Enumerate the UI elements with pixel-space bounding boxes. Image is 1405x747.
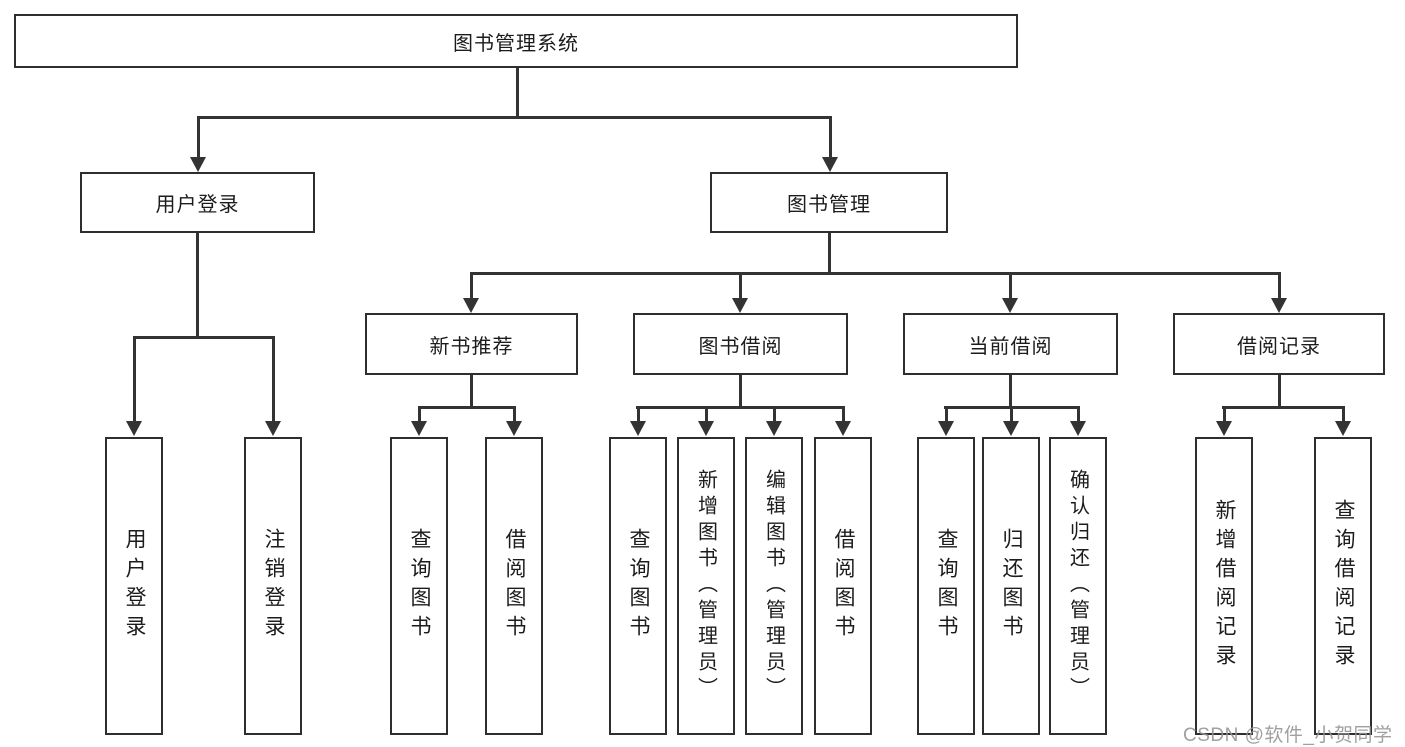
- node-label: 图书借阅: [698, 335, 783, 358]
- arrow-down-icon: [766, 421, 782, 436]
- connector-line: [1223, 406, 1226, 422]
- arrow-down-icon: [630, 421, 646, 436]
- connector-line: [829, 116, 832, 158]
- leaf-label: 注销登录: [262, 528, 285, 644]
- arrow-down-icon: [835, 421, 851, 436]
- connector-line: [636, 406, 844, 409]
- connector-line: [1077, 406, 1080, 422]
- leaf-label: 新增图书（管理员）: [694, 469, 717, 703]
- node-new-book-recommendation: 新书推荐: [365, 313, 578, 375]
- csdn-watermark: CSDN @软件_小贺同学: [1183, 725, 1393, 746]
- leaf-query-books: 查询图书: [390, 437, 448, 735]
- arrow-down-icon: [1216, 421, 1232, 436]
- arrow-down-icon: [1003, 421, 1019, 436]
- leaf-label: 归还图书: [1000, 528, 1023, 644]
- arrow-down-icon: [1002, 298, 1018, 313]
- leaf-label: 确认归还（管理员）: [1066, 469, 1089, 703]
- connector-line: [133, 336, 136, 422]
- connector-line: [1222, 406, 1344, 409]
- leaf-label: 查询图书: [408, 528, 431, 644]
- leaf-label: 编辑图书（管理员）: [762, 469, 785, 703]
- connector-line: [133, 336, 274, 339]
- node-label: 借阅记录: [1237, 335, 1321, 358]
- connector-line: [197, 116, 832, 119]
- leaf-label: 新增借阅记录: [1213, 499, 1236, 673]
- connector-line: [470, 272, 1280, 275]
- arrow-down-icon: [822, 157, 838, 172]
- arrow-down-icon: [506, 421, 522, 436]
- node-user-login: 用户登录: [80, 172, 315, 233]
- arrow-down-icon: [698, 421, 714, 436]
- arrow-down-icon: [1070, 421, 1086, 436]
- leaf-logout: 注销登录: [244, 437, 302, 735]
- connector-line: [945, 406, 948, 422]
- connector-line: [196, 233, 199, 339]
- connector-line: [637, 406, 640, 422]
- arrow-down-icon: [126, 421, 142, 436]
- leaf-edit-books-admin: 编辑图书（管理员）: [745, 437, 803, 735]
- leaf-borrow-books: 借阅图书: [814, 437, 872, 735]
- leaf-label: 查询图书: [627, 528, 650, 644]
- leaf-confirm-return-admin: 确认归还（管理员）: [1049, 437, 1107, 735]
- leaf-label: 用户登录: [123, 528, 146, 644]
- connector-line: [842, 406, 845, 422]
- leaf-query-borrow-record: 查询借阅记录: [1314, 437, 1372, 735]
- node-label: 新书推荐: [429, 335, 514, 358]
- arrow-down-icon: [938, 421, 954, 436]
- connector-line: [516, 68, 519, 118]
- arrow-down-icon: [1335, 421, 1351, 436]
- connector-line: [739, 272, 742, 300]
- connector-line: [1009, 375, 1012, 409]
- leaf-label: 查询图书: [935, 528, 958, 644]
- connector-line: [739, 375, 742, 409]
- connector-line: [470, 375, 473, 409]
- leaf-return-books: 归还图书: [982, 437, 1040, 735]
- leaf-label: 借阅图书: [832, 528, 855, 644]
- leaf-query-books: 查询图书: [609, 437, 667, 735]
- leaf-label: 借阅图书: [503, 528, 526, 644]
- node-library-management-system: 图书管理系统: [14, 14, 1018, 68]
- arrow-down-icon: [463, 298, 479, 313]
- connector-line: [1009, 272, 1012, 300]
- arrow-down-icon: [732, 298, 748, 313]
- leaf-add-books-admin: 新增图书（管理员）: [677, 437, 735, 735]
- arrow-down-icon: [1271, 298, 1287, 313]
- arrow-down-icon: [265, 421, 281, 436]
- connector-line: [1278, 272, 1281, 300]
- leaf-query-books: 查询图书: [917, 437, 975, 735]
- arrow-down-icon: [411, 421, 427, 436]
- leaf-borrow-books: 借阅图书: [485, 437, 543, 735]
- connector-line: [272, 336, 275, 422]
- leaf-label: 查询借阅记录: [1332, 499, 1355, 673]
- node-book-management: 图书管理: [710, 172, 948, 233]
- connector-line: [705, 406, 708, 422]
- connector-line: [418, 406, 515, 409]
- connector-line: [1278, 375, 1281, 409]
- connector-line: [418, 406, 421, 422]
- connector-line: [1342, 406, 1345, 422]
- node-label: 用户登录: [155, 194, 240, 216]
- node-label: 图书管理: [787, 194, 871, 216]
- connector-line: [513, 406, 516, 422]
- connector-line: [828, 233, 831, 274]
- leaf-add-borrow-record: 新增借阅记录: [1195, 437, 1253, 735]
- connector-line: [1010, 406, 1013, 422]
- connector-line: [470, 272, 473, 300]
- arrow-down-icon: [190, 157, 206, 172]
- connector-line: [773, 406, 776, 422]
- node-book-borrowing: 图书借阅: [633, 313, 848, 375]
- node-label: 图书管理系统: [453, 32, 579, 55]
- node-label: 当前借阅: [968, 335, 1053, 358]
- leaf-user-login: 用户登录: [105, 437, 163, 735]
- node-borrowing-records: 借阅记录: [1173, 313, 1385, 375]
- connector-line: [197, 116, 200, 158]
- node-current-borrowing: 当前借阅: [903, 313, 1118, 375]
